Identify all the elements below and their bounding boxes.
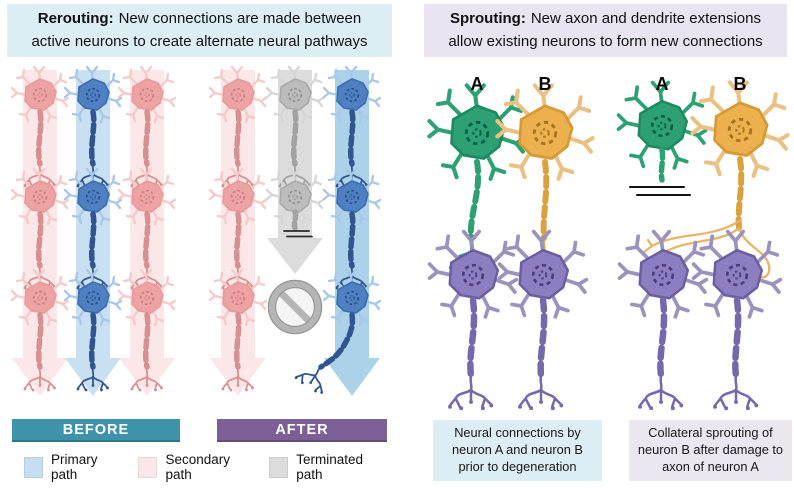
pink-neuron-chain xyxy=(119,67,175,391)
sprouting-before-caption: Neural connections by neuron A and neuro… xyxy=(433,420,602,481)
after-label-bar: AFTER xyxy=(217,419,387,442)
neuron-a-label: A xyxy=(470,74,484,94)
target-neuron-purple xyxy=(499,231,587,411)
axon-break-icon xyxy=(283,230,313,238)
sprouting-after-panel xyxy=(618,82,788,411)
gray-neuron-chain xyxy=(267,67,323,231)
neuron-b-label: B xyxy=(733,74,747,94)
pink-neuron-chain xyxy=(12,67,68,391)
before-label-bar: BEFORE xyxy=(12,419,180,442)
sprouting-title: Sprouting: xyxy=(450,10,526,27)
blue-neuron-chain xyxy=(65,67,121,391)
target-neuron-purple xyxy=(693,231,781,411)
neuron-b-amber xyxy=(497,85,593,271)
prohibition-icon xyxy=(267,279,323,335)
sprouting-description: New axon and dendrite extensions allow e… xyxy=(448,10,763,50)
sprouting-header: Sprouting:New axon and dendrite extensio… xyxy=(424,4,787,57)
rerouting-title: Rerouting: xyxy=(37,10,114,27)
legend-label: Secondary path xyxy=(165,452,231,482)
target-neuron-purple xyxy=(619,231,707,411)
rerouting-description: New connections are made between active … xyxy=(31,10,368,50)
pink-neuron-chain xyxy=(210,67,266,391)
blue-neuron-chain xyxy=(293,67,380,397)
legend-label: Terminated path xyxy=(296,452,364,482)
neuron-a-green-damaged xyxy=(618,82,706,183)
target-neuron-purple xyxy=(429,231,517,411)
legend-item-terminated: Terminated path xyxy=(269,452,383,482)
neuron-b-label: B xyxy=(538,74,552,94)
legend-item-secondary: Secondary path xyxy=(138,452,250,482)
sprouting-before-panel xyxy=(429,85,593,411)
axon-break-icon xyxy=(629,186,691,196)
secondary-path-swatch xyxy=(138,456,158,478)
before-panel xyxy=(12,67,175,396)
path-legend: Primary path Secondary path Terminated p… xyxy=(24,452,402,482)
terminated-path-swatch xyxy=(269,456,289,478)
legend-item-primary: Primary path xyxy=(24,452,119,482)
legend-label: Primary path xyxy=(51,452,98,482)
after-panel xyxy=(210,67,380,397)
neuron-a-label: A xyxy=(655,74,669,94)
neuron-a-green xyxy=(429,85,525,271)
rerouting-header: Rerouting:New connections are made betwe… xyxy=(7,4,392,57)
primary-path-swatch xyxy=(24,456,43,478)
sprouting-after-caption: Collateral sprouting of neuron B after d… xyxy=(629,420,792,481)
